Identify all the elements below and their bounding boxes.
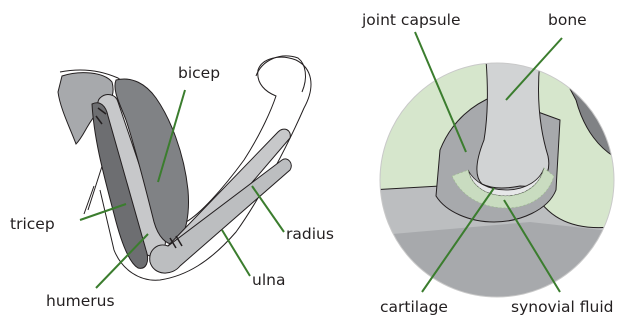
label-bicep: bicep (178, 64, 220, 82)
arm-illustration (58, 56, 311, 280)
label-bone: bone (548, 11, 587, 29)
torso-outline (84, 160, 104, 214)
label-radius: radius (286, 225, 334, 243)
label-synovial-fluid: synovial fluid (511, 298, 614, 316)
label-tricep: tricep (10, 215, 55, 233)
upper-bone (477, 60, 549, 188)
label-cartilage: cartilage (380, 298, 448, 316)
joint-illustration (370, 60, 620, 320)
label-joint-capsule: joint capsule (361, 11, 461, 29)
label-humerus: humerus (46, 292, 115, 310)
label-ulna: ulna (252, 271, 285, 289)
ulna-leader-line (222, 230, 250, 276)
radius-leader-line (252, 186, 284, 232)
